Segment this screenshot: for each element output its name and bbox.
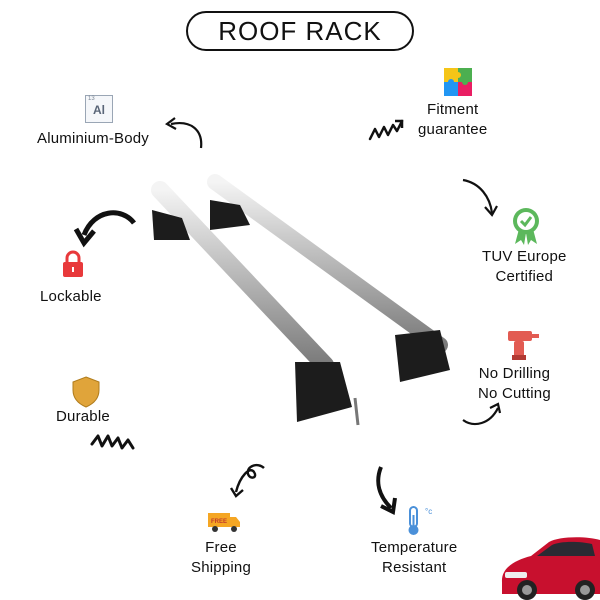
squiggle-arrow-icon xyxy=(368,119,404,141)
car-image xyxy=(501,537,600,600)
feature-label-temperature: Temperature Resistant xyxy=(371,539,458,576)
feature-label-durable: Durable xyxy=(56,408,110,425)
page-title: ROOF RACK xyxy=(186,11,414,51)
curved-arrow-icon xyxy=(164,117,203,149)
delivery-truck-icon: FREE xyxy=(208,513,240,532)
feature-label-lockable: Lockable xyxy=(40,288,102,305)
curved-arrow-icon xyxy=(462,178,498,217)
squiggle-arrow-icon xyxy=(90,434,135,450)
svg-text:FREE: FREE xyxy=(211,519,227,525)
feature-label-fitment: Fitment guarantee xyxy=(418,101,488,138)
curved-arrow-icon xyxy=(376,466,397,516)
thermometer-icon: °c xyxy=(408,506,432,535)
curved-arrow-icon xyxy=(73,210,136,248)
shield-icon xyxy=(72,376,100,408)
aluminium-element-icon: 13 Al xyxy=(85,95,113,123)
roof-rack-image xyxy=(151,174,450,426)
curved-arrow-icon xyxy=(462,402,502,426)
feature-label-drilling: No Drilling No Cutting xyxy=(478,365,551,402)
svg-text:°c: °c xyxy=(425,507,432,516)
certified-badge-icon xyxy=(513,208,539,245)
feature-label-shipping: Free Shipping xyxy=(191,539,251,576)
puzzle-icon xyxy=(444,68,472,96)
padlock-icon xyxy=(63,250,83,277)
feature-label-tuv: TUV Europe Certified xyxy=(482,248,567,285)
drill-icon xyxy=(508,331,539,360)
feature-label-aluminium: Aluminium-Body xyxy=(37,130,150,147)
loop-arrow-icon xyxy=(229,463,265,498)
